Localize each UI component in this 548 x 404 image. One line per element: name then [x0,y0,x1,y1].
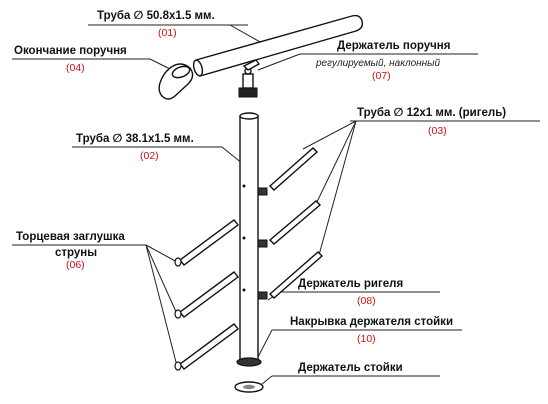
leader-line [229,24,263,44]
post-tube-drawing [239,112,259,361]
number-end-cap: (06) [66,259,85,271]
label-end-cap-line2: струны [55,247,97,259]
crossbar-holder-drawings [257,187,268,300]
leader-line [149,58,173,71]
handrail-end-drawing [158,63,194,100]
label-handrail-tube: Труба ∅ 50.8x1.5 мм. [97,10,215,22]
leader-line [261,375,273,385]
label-crossbar-tube: Труба ∅ 12x1 мм. (ригель) [357,107,506,119]
leader-line [302,120,357,150]
label-post-holder: Держатель стойки [298,362,403,374]
label-handrail-end: Окончание поручня [14,45,127,57]
number-crossbar-holder: (08) [357,295,376,307]
leader-line [145,244,178,263]
leader-line [314,120,357,207]
leader-line [257,53,301,71]
label-crossbar-holder: Держатель ригеля [298,278,403,290]
number-handrail-holder: (07) [372,70,391,82]
post-holder-cover-drawing [236,357,262,367]
leader-line [145,244,178,367]
handrail-tube-drawing [192,14,364,77]
label-post-holder-cover: Накрывка держателя стойки [290,316,453,328]
label-post-tube: Труба ∅ 38.1x1.5 мм. [76,133,194,145]
crossbar-tubes-right [268,147,324,299]
number-handrail-end: (04) [66,62,85,74]
number-crossbar-tube: (03) [428,125,447,137]
handrail-holder-drawing [238,59,261,98]
leader-line [318,120,357,256]
number-post-holder-cover: (10) [357,333,376,345]
label-handrail-holder-note: регулируемый, наклонный [315,58,441,69]
number-handrail-tube: (01) [158,27,177,39]
end-cap-drawings [174,257,182,371]
label-handrail-holder: Держатель поручня [337,40,450,52]
label-end-cap-line1: Торцевая заглушка [16,231,125,243]
number-post-tube: (02) [140,150,159,162]
leader-line [145,244,178,315]
leader-line [257,329,273,358]
post-holder-drawing [234,381,264,393]
crossbar-tubes-left [178,219,240,370]
